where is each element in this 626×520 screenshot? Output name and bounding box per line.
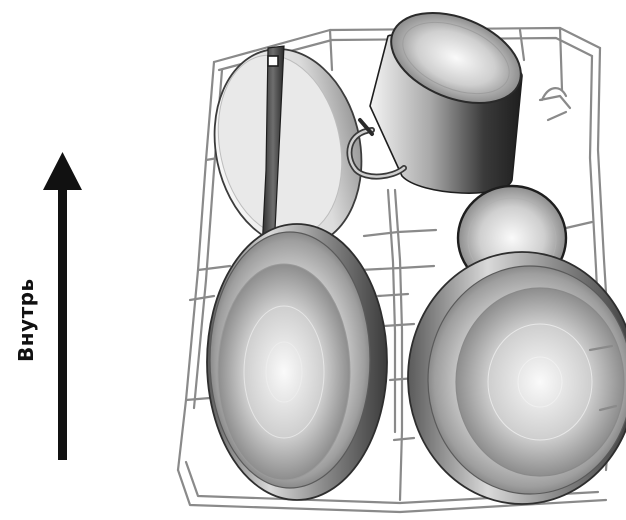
stock-pot [346, 12, 523, 194]
dish-rack-front [188, 292, 618, 412]
hang-hole-icon [267, 55, 279, 67]
frying-pan-left [206, 223, 388, 501]
arrow-head-icon [43, 152, 82, 190]
direction-arrow [43, 152, 82, 460]
direction-label: Внутрь [14, 278, 38, 362]
pan-lid-with-handle [213, 45, 363, 251]
arrow-shaft [58, 188, 67, 460]
frying-pan-right [407, 251, 626, 505]
